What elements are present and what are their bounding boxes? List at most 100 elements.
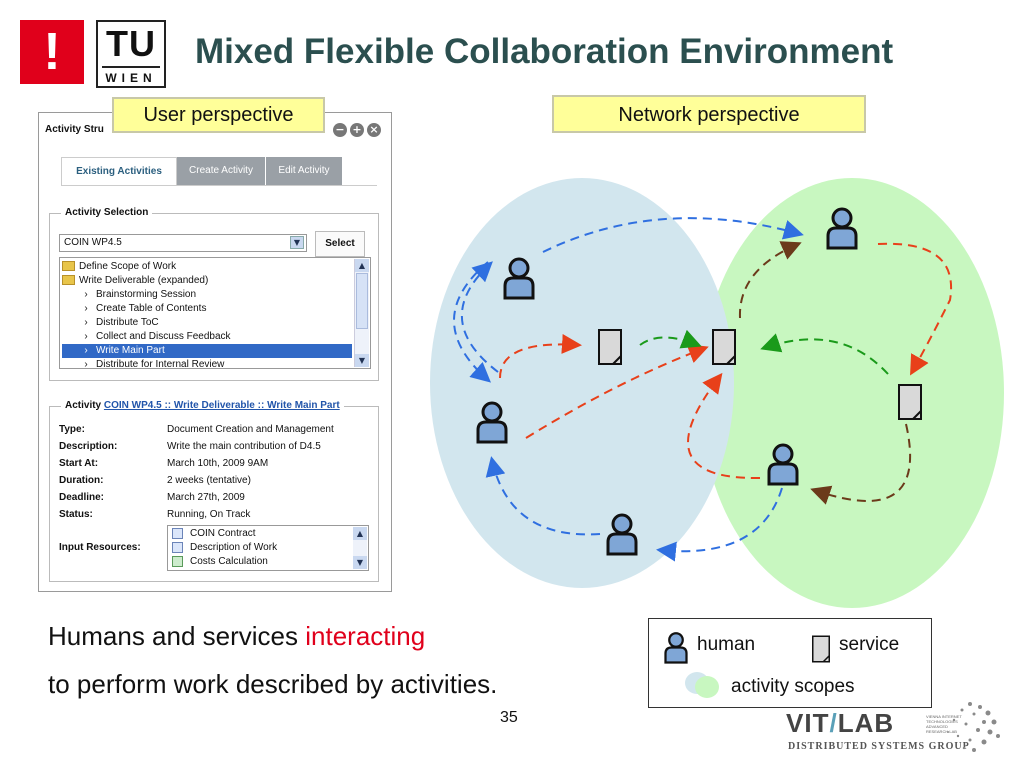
prop-value: March 27th, 2009 [167,492,245,503]
prop-value: Running, On Track [167,509,251,520]
flow-green-arrow [639,329,702,349]
select-button[interactable]: Select [315,231,365,257]
tu-wien-logo: TU WIEN [96,20,166,88]
prop-label: Input Resources: [59,542,141,553]
chevron-down-icon[interactable]: ▼ [290,236,304,249]
list-item[interactable]: Description of Work [172,541,277,555]
activity-combo[interactable]: COIN WP4.5 ▼ [59,234,307,252]
diagram-legend: human service activity scopes [648,618,932,708]
chevron-right-icon: › [84,303,88,314]
chevron-right-icon: › [84,359,88,369]
tu-exclamation-logo: ! [20,20,84,84]
tree-item[interactable]: ›Brainstorming Session [62,288,370,302]
legend-human-label: human [697,634,756,655]
tab-existing-activities[interactable]: Existing Activities [61,157,177,185]
chevron-right-icon: › [84,317,88,328]
minimize-icon[interactable]: − [333,123,347,137]
prop-value: Document Creation and Management [167,424,334,435]
prop-label: Description: [59,441,118,452]
close-icon[interactable]: × [367,123,381,137]
flow-red-arrow [499,334,582,379]
word-doc-icon [172,527,183,539]
folder-icon [62,261,75,272]
resources-scrollbar[interactable]: ▲ ▼ [353,527,367,569]
chevron-up-icon[interactable]: ▲ [355,259,369,272]
prop-label: Deadline: [59,492,105,503]
service-icon [712,329,736,365]
logo-tu-text: TU [106,23,156,64]
flow-blue-arrow [656,487,783,562]
network-perspective-tag: Network perspective [552,95,866,133]
activity-path-link[interactable]: COIN WP4.5 :: Write Deliverable :: Write… [103,400,340,411]
human-icon [767,443,799,486]
human-icon [664,632,688,664]
activity-combo-value: COIN WP4.5 [64,237,122,248]
human-icon [606,513,638,556]
list-item[interactable]: Costs Calculation [172,555,268,569]
caption-highlight: interacting [305,621,426,651]
chevron-down-icon[interactable]: ▼ [355,354,369,367]
chevron-right-icon: › [84,331,88,342]
legend-service-label: service [839,634,900,655]
service-icon [598,329,622,365]
vitalab-logo: VIT/LAB [786,708,895,738]
tab-edit-activity[interactable]: Edit Activity [266,157,342,185]
window-title: Activity Stru [45,124,104,135]
vitalab-small-text: VIENNA INTERNET TECHNOLOGIES ADVANCED RE… [926,714,962,734]
spreadsheet-icon [172,555,183,567]
add-icon[interactable]: + [350,123,364,137]
prop-label: Type: [59,424,85,435]
tree-item[interactable]: Write Deliverable (expanded) [62,274,352,288]
scrollbar-thumb[interactable] [356,273,368,329]
prop-value: March 10th, 2009 9AM [167,458,269,469]
tree-item[interactable]: ›Create Table of Contents [62,302,370,316]
flow-brown-arrow [738,241,802,319]
human-icon [826,207,858,250]
prop-value: 2 weeks (tentative) [167,475,251,486]
tab-divider [61,185,377,186]
flow-brown-arrow [810,423,911,505]
vitalab-dots-logo [947,702,1000,752]
legend-scopes-label: activity scopes [731,676,855,697]
flow-red-arrow [687,372,761,480]
flow-red-arrow [877,242,953,376]
caption-line-1: Humans and services interacting [48,621,426,651]
tree-item[interactable]: ›Collect and Discuss Feedback [62,330,370,344]
tree-item[interactable]: ›Distribute ToC [62,316,370,330]
prop-label: Duration: [59,475,104,486]
tree-item-selected[interactable]: ›Write Main Part [62,344,352,358]
tab-create-activity[interactable]: Create Activity [177,157,265,185]
flow-red-arrow [525,344,709,439]
chevron-right-icon: › [84,345,88,356]
flow-green-arrow [760,333,889,375]
chevron-down-icon[interactable]: ▼ [353,556,367,569]
tree-item[interactable]: Define Scope of Work [62,260,352,274]
folder-open-icon [62,275,75,286]
tree-scrollbar[interactable]: ▲ ▼ [354,259,369,367]
user-perspective-tag: User perspective [112,97,325,133]
scope-green-ellipse [700,178,1004,608]
activity-details-legend: Activity COIN WP4.5 :: Write Deliverable… [61,399,344,413]
logo-wien-text: WIEN [102,66,160,85]
prop-label: Status: [59,509,93,520]
input-resources-list[interactable]: COIN Contract Description of Work Costs … [167,525,369,571]
scope-green-swatch [695,676,719,698]
activity-tree[interactable]: Define Scope of Work Write Deliverable (… [59,257,371,369]
service-icon [812,635,830,663]
activity-selection-group [49,213,379,381]
activity-selection-legend: Activity Selection [61,206,153,220]
activity-window: Activity Stru − + × Existing Activities … [38,112,392,592]
prop-label: Start At: [59,458,99,469]
list-item[interactable]: COIN Contract [172,527,256,541]
caption-line-2: to perform work described by activities. [48,669,498,699]
scope-blue-ellipse [430,178,734,588]
prop-value: Write the main contribution of D4.5 [167,441,321,452]
word-doc-icon [172,541,183,553]
vitalab-subtitle: DISTRIBUTED SYSTEMS GROUP [788,741,970,752]
tree-item[interactable]: ›Distribute for Internal Review [62,358,370,369]
flow-blue-arrow [460,261,499,373]
chevron-up-icon[interactable]: ▲ [353,527,367,540]
flow-blue-arrow [542,217,804,253]
page-title: Mixed Flexible Collaboration Environment [195,32,894,71]
